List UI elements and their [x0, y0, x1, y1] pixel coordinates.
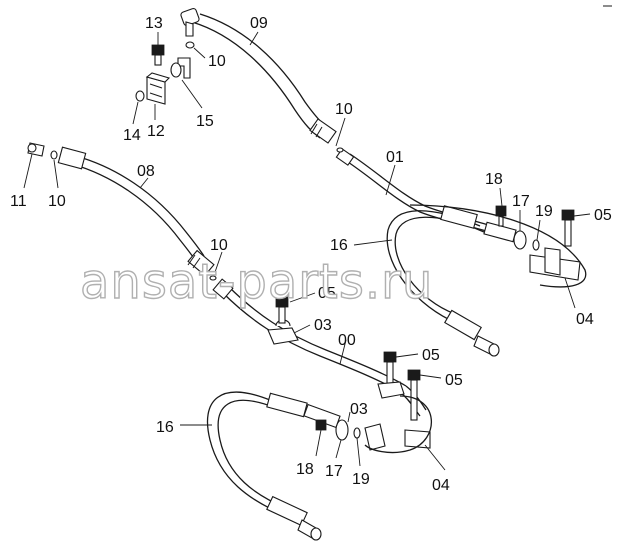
- pipe-00: [212, 278, 427, 417]
- part-label-08: 08: [137, 163, 155, 180]
- part-label-16-lower: 16: [156, 419, 174, 436]
- part-label-10-left: 10: [48, 193, 66, 210]
- o-ring-14: [135, 90, 145, 102]
- bracket-04-upper: [409, 204, 587, 288]
- fitting-17-lower: [303, 403, 349, 441]
- adapter-11: [27, 142, 45, 157]
- bolt-05-bracket-upper: [561, 209, 575, 247]
- bolt-13: [151, 44, 165, 66]
- o-ring-10-pipe01: [336, 147, 344, 153]
- o-ring-19-lower: [353, 427, 361, 439]
- part-label-09: 09: [250, 15, 268, 32]
- part-label-10-lower: 10: [210, 237, 228, 254]
- clamp-03-lower: [377, 381, 405, 399]
- part-label-19-upper: 19: [535, 203, 553, 220]
- bolt-05-lower-b: [407, 369, 421, 421]
- part-label-04-upper: 04: [576, 311, 594, 328]
- part-label-00: 00: [338, 332, 356, 349]
- watermark-text: ansat-parts.ru: [80, 254, 433, 310]
- hose-09: [180, 7, 337, 144]
- part-label-10-mid: 10: [335, 101, 353, 118]
- part-label-05-lower-b: 05: [445, 372, 463, 389]
- part-label-03-lower: 03: [350, 401, 368, 418]
- hose-16-lower: [206, 391, 322, 541]
- part-label-19-lower: 19: [352, 471, 370, 488]
- part-label-15: 15: [196, 113, 214, 130]
- part-label-17-upper: 17: [512, 193, 530, 210]
- o-ring-10-top: [185, 41, 195, 49]
- o-ring-10-left: [50, 150, 58, 160]
- part-label-04-lower: 04: [432, 477, 450, 494]
- part-label-05-upper-right: 05: [594, 207, 612, 224]
- part-label-11: 11: [10, 193, 27, 210]
- part-label-05-lower-a: 05: [422, 347, 440, 364]
- part-label-03-upper: 03: [314, 317, 332, 334]
- part-label-18-upper: 18: [485, 171, 503, 188]
- o-ring-10-pipe00: [209, 275, 217, 281]
- part-label-10-top: 10: [208, 53, 226, 70]
- bracket-04-lower: [364, 395, 433, 454]
- part-label-05-middle: 05: [318, 285, 336, 302]
- part-label-12: 12: [147, 123, 165, 140]
- clamp-03-upper: [267, 319, 299, 345]
- o-ring-19-upper: [532, 239, 540, 251]
- part-label-18-lower: 18: [296, 461, 314, 478]
- elbow-15: [170, 57, 191, 79]
- hose-16-upper: [386, 205, 500, 357]
- bolt-05-upper: [275, 296, 289, 324]
- hose-08: [57, 146, 215, 277]
- bolt-18-lower: [315, 419, 327, 431]
- block-12: [145, 72, 171, 105]
- part-label-01: 01: [386, 149, 404, 166]
- part-label-14: 14: [123, 127, 141, 144]
- part-label-13: 13: [145, 15, 163, 32]
- part-label-17-lower: 17: [325, 463, 343, 480]
- leader-lines: [23, 31, 591, 471]
- part-label-16-upper: 16: [330, 237, 348, 254]
